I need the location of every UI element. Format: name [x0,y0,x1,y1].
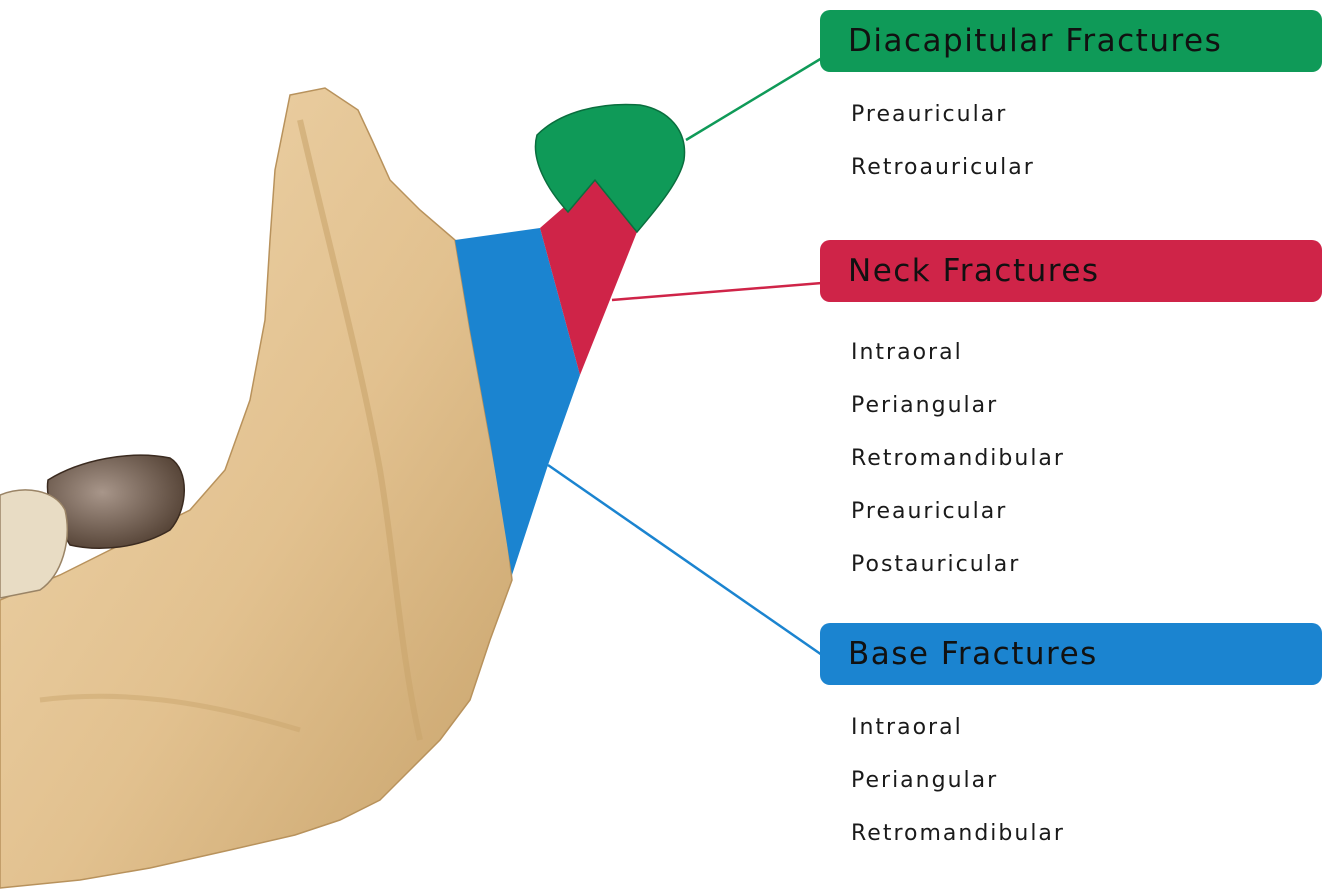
list-item: Periangular [851,379,1065,432]
diacapitular-approach-list: Preauricular Retroauricular [851,88,1035,194]
list-item: Intraoral [851,326,1065,379]
list-item: Intraoral [851,701,1065,754]
list-item: Periangular [851,754,1065,807]
diacapitular-title: Diacapitular Fractures [848,23,1222,59]
list-item: Retroauricular [851,141,1035,194]
list-item: Retromandibular [851,432,1065,485]
molar-tooth [47,455,184,548]
neck-title-box: Neck Fractures [820,240,1322,302]
diacapitular-leader-line [686,58,822,140]
neck-leader-line [612,283,822,300]
base-title-box: Base Fractures [820,623,1322,685]
base-approach-list: Intraoral Periangular Retromandibular [851,701,1065,860]
base-title: Base Fractures [848,636,1098,672]
list-item: Retromandibular [851,807,1065,860]
list-item: Preauricular [851,485,1065,538]
neck-title: Neck Fractures [848,253,1100,289]
neck-approach-list: Intraoral Periangular Retromandibular Pr… [851,326,1065,591]
list-item: Postauricular [851,538,1065,591]
list-item: Preauricular [851,88,1035,141]
base-leader-line [548,465,822,655]
diacapitular-title-box: Diacapitular Fractures [820,10,1322,72]
